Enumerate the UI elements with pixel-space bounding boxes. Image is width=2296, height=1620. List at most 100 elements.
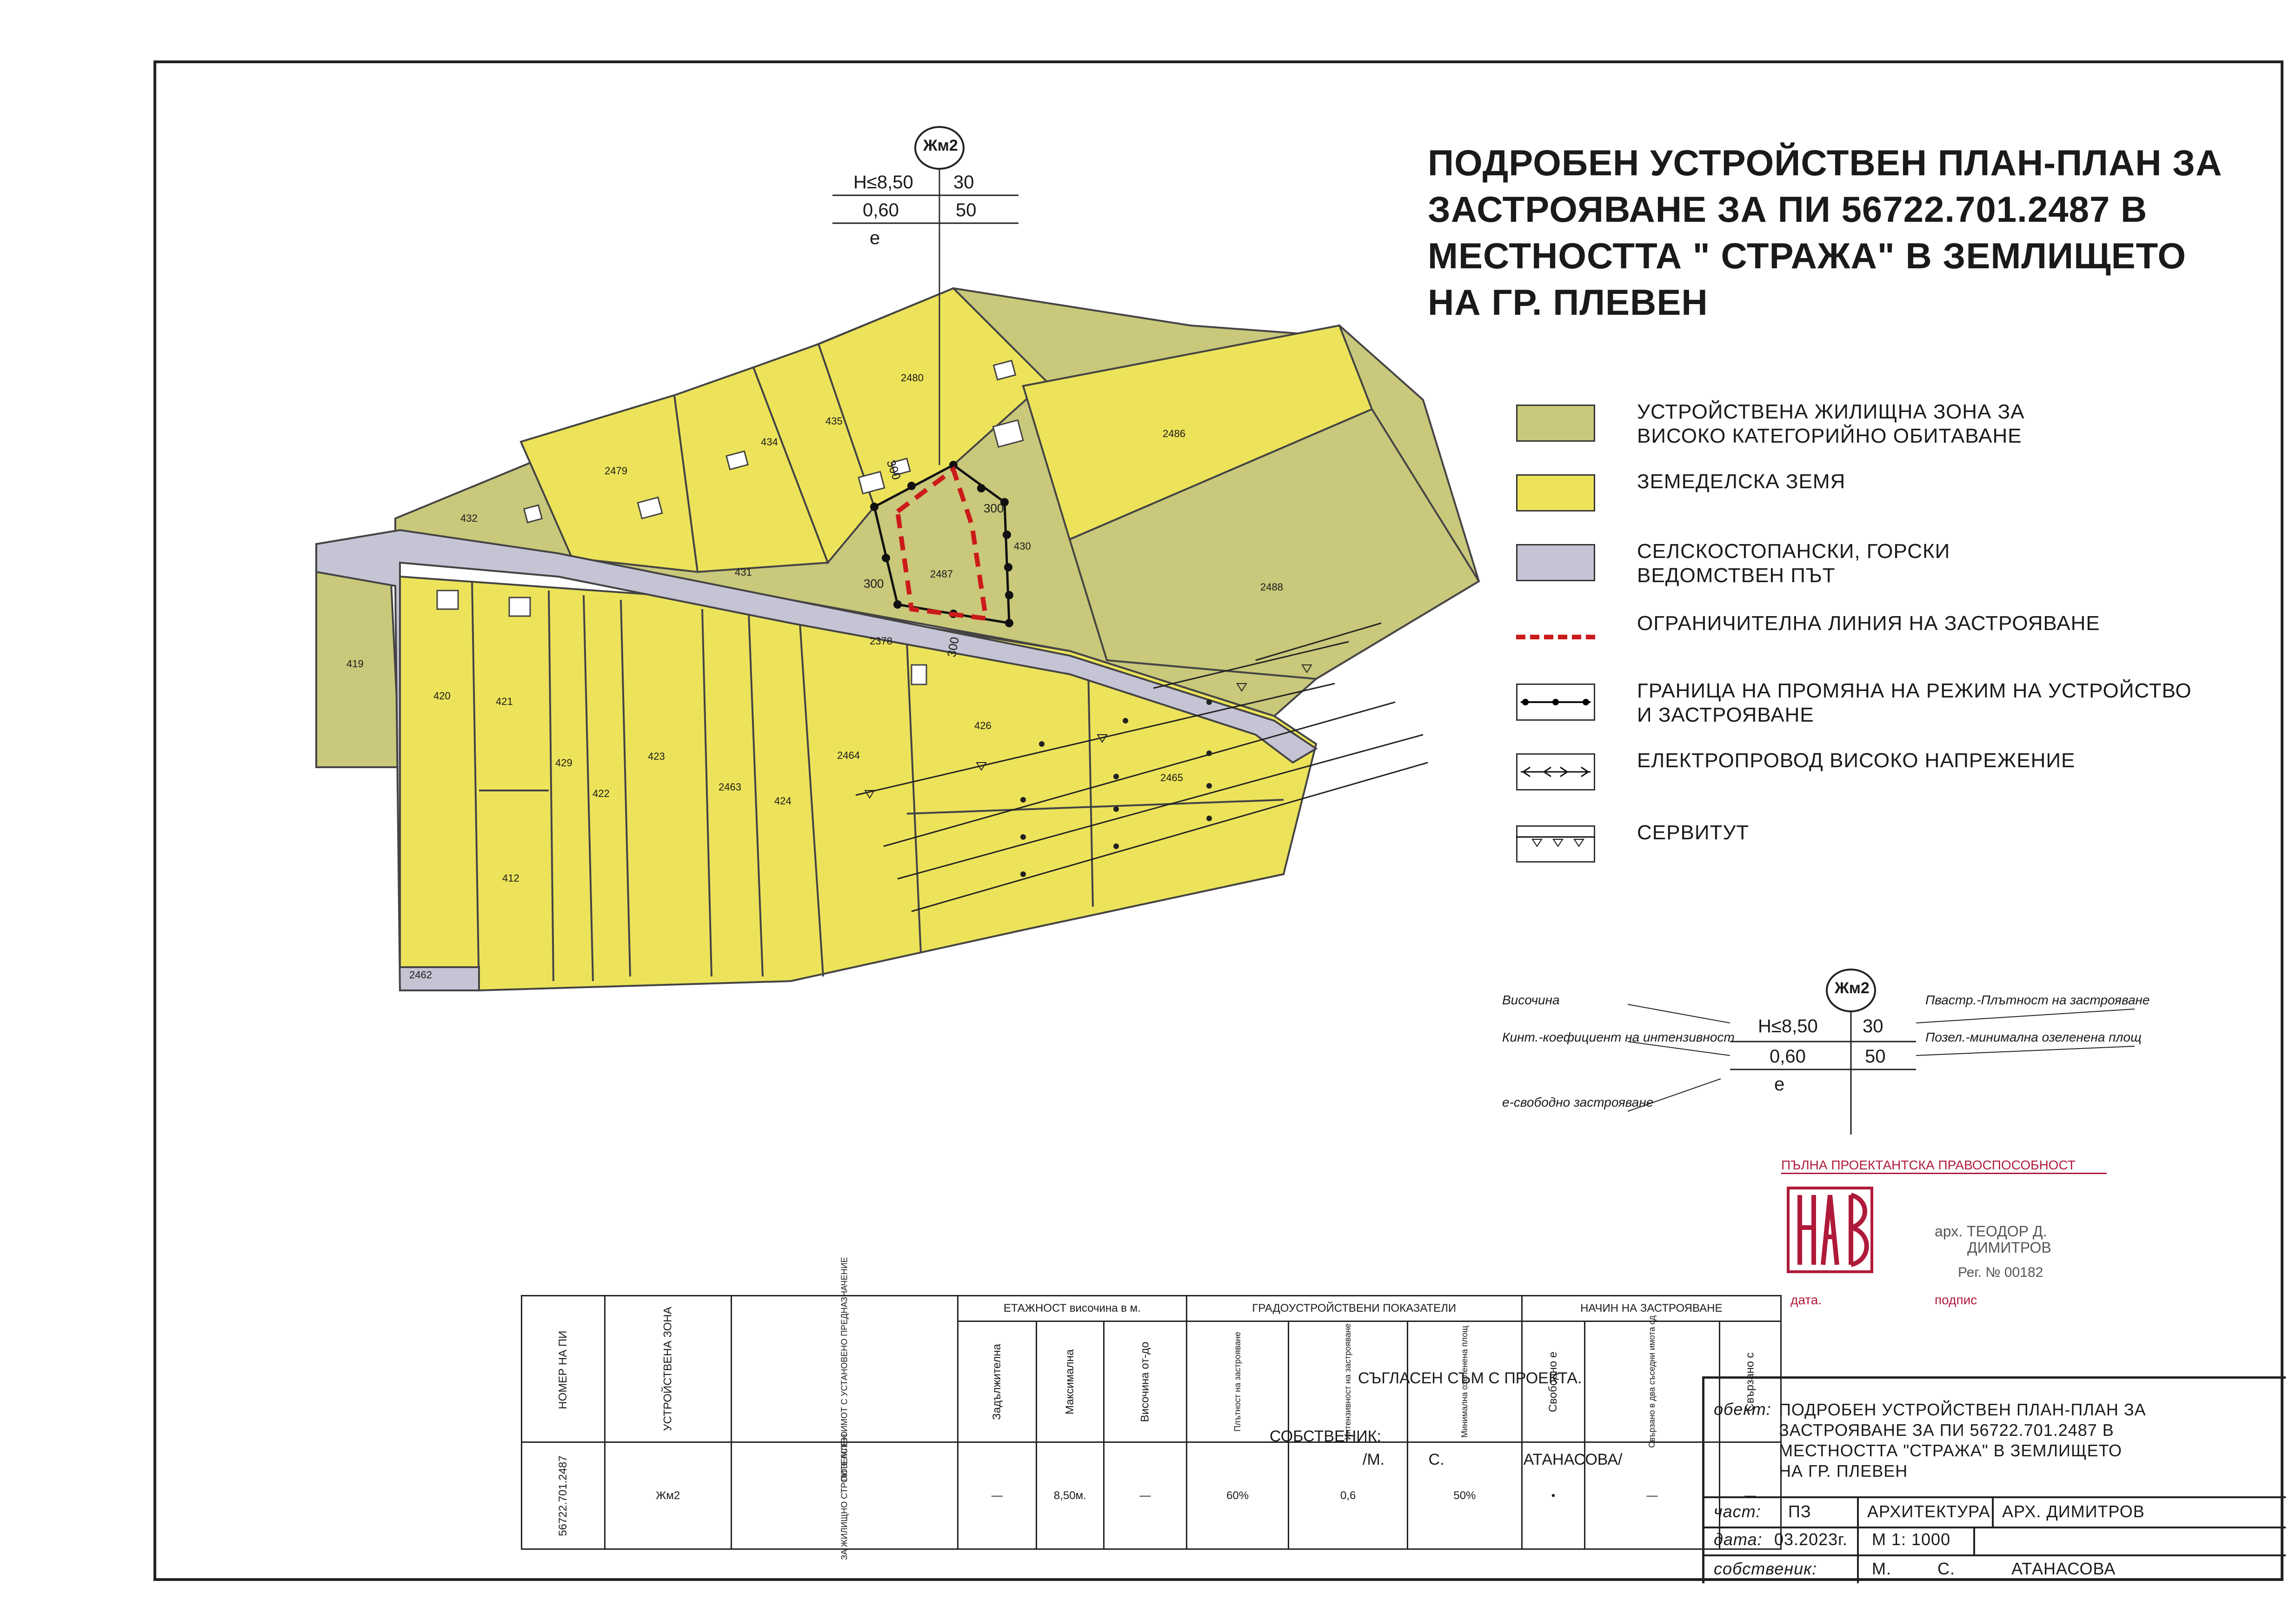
swatch-residential <box>1516 405 1595 442</box>
parcel-2488 <box>1068 408 1480 680</box>
legend-zone-height: H≤8,50 <box>1758 1016 1818 1036</box>
agreement-text: СЪГЛАСЕН СЪМ С ПРОЕКТА. <box>1358 1369 1582 1387</box>
stamp-name2: ДИМИТРОВ <box>1967 1239 2051 1256</box>
parcel-label: 2480 <box>901 372 924 384</box>
ind-header: Височина от-до <box>1138 1341 1151 1422</box>
parcel-label: 2463 <box>719 781 741 793</box>
title-line: НА ГР. ПЛЕВЕН <box>1428 282 1708 323</box>
parcel-label: 2486 <box>1163 428 1185 439</box>
tb-owner-label: собственик: <box>1714 1559 1817 1578</box>
tb-author: АРХ. ДИМИТРОВ <box>2002 1502 2145 1521</box>
legend-label: ЕЛЕКТРОПРОВОД ВИСОКО НАПРЕЖЕНИЕ <box>1637 749 2076 772</box>
drawing-title: ПОДРОБЕН УСТРОЙСТВЕН ПЛАН-ПЛАН ЗА ЗАСТРО… <box>1428 139 2265 325</box>
legend-zone-density: 30 <box>1863 1016 1883 1036</box>
parcel-label: 422 <box>592 788 610 799</box>
ind-group: НАЧИН НА ЗАСТРОЯВАНЕ <box>1521 1295 1782 1322</box>
swatch-road <box>1516 544 1595 581</box>
parcel-label: 432 <box>460 512 478 524</box>
swatch-agricultural <box>1516 474 1595 511</box>
change-regime-boundary <box>873 464 1011 624</box>
parcel-label: 420 <box>433 690 451 702</box>
tb-object-label: обект: <box>1714 1400 1771 1419</box>
tb-owner-value: М. С. АТАНАСОВА <box>1872 1559 2116 1578</box>
ind-cell: 0,6 <box>1288 1441 1408 1550</box>
ind-cell: 8,50м. <box>1035 1441 1105 1550</box>
parcel-label: 2488 <box>1260 581 1283 593</box>
parcel-label: 431 <box>735 566 752 578</box>
ind-cell: Жм2 <box>604 1441 732 1550</box>
parcel-label: 2378 <box>870 635 892 647</box>
ind-cell: — <box>1584 1441 1720 1550</box>
ind-cell: — <box>957 1441 1037 1550</box>
architect-stamp: ПЪЛНА ПРОЕКТАНТСКА ПРАВОСПОСОБНОСТ арх. … <box>1781 1158 2107 1335</box>
swatch-change-boundary <box>1516 684 1595 721</box>
ind-cell: • <box>1521 1441 1586 1550</box>
swatch-servitude <box>1516 825 1595 863</box>
drawing-frame <box>153 60 2283 1581</box>
label-mode: е-свободно застрояване <box>1502 1095 1654 1109</box>
parcel-label: 2464 <box>837 750 860 761</box>
legend-zone-mode: е <box>1774 1074 1785 1095</box>
legend-zone-code: Жм2 <box>1835 979 1870 997</box>
ind-group: ГРАДОУСТРОЙСТВЕНИ ПОКАЗАТЕЛИ <box>1185 1295 1523 1322</box>
tb-part-label: част: <box>1714 1502 1761 1521</box>
parcel-label: 429 <box>555 757 572 769</box>
parcel-label: 2465 <box>1160 772 1183 783</box>
legend-zone-kint: 0,60 <box>1770 1046 1806 1067</box>
owner-name: /М. С. АТАНАСОВА/ <box>1363 1451 1623 1468</box>
power-lines <box>855 622 1428 912</box>
stamp-logo <box>1787 1187 1873 1273</box>
swatch-building-limit <box>1516 635 1595 639</box>
ind-cell: 50% <box>1406 1441 1523 1550</box>
parcel-label: 423 <box>648 750 665 762</box>
tb-object: ПОДРОБЕН УСТРОЙСТВЕН ПЛАН-ПЛАН ЗА ЗАСТРО… <box>1779 1400 2146 1481</box>
parcel-label: 424 <box>774 795 792 807</box>
setback-label: 300 <box>984 501 1004 515</box>
title-line: ПОДРОБЕН УСТРОЙСТВЕН ПЛАН-ПЛАН ЗА <box>1428 142 2223 183</box>
label-green: Позел.-минимална озеленена площ <box>1925 1030 2142 1044</box>
road-2378 <box>315 529 1318 991</box>
swatch-power-line <box>1516 753 1595 790</box>
parcel-label: 421 <box>496 696 513 707</box>
zone-code: Жм2 <box>923 137 958 154</box>
stamp-reg: Рег. № 00182 <box>1958 1265 2043 1280</box>
zone-density: 30 <box>953 172 974 193</box>
label-density: Пвастр.-Плътност на застрояване <box>1925 993 2150 1007</box>
ind-cell: — <box>1718 1441 1782 1550</box>
parcel-label: 2479 <box>605 465 627 477</box>
ind-cell: — <box>1103 1441 1187 1550</box>
ind-header: НОМЕР НА ПИ <box>556 1330 569 1409</box>
legend-label: ГРАНИЦА НА ПРОМЯНА НА РЕЖИМ НА УСТРОЙСТВ… <box>1637 679 2192 726</box>
legend-label: СЕРВИТУТ <box>1637 821 1750 844</box>
ind-cell: 56722.701.2487 <box>556 1455 569 1536</box>
stamp-name1: арх. ТЕОДОР Д. <box>1935 1223 2047 1240</box>
title-line: МЕСТНОСТТА " СТРАЖА" В ЗЕМЛИЩЕТО <box>1428 235 2186 276</box>
ind-header: Задължителна <box>990 1343 1003 1420</box>
parcel-label: 2462 <box>409 969 432 981</box>
parcel-label: 430 <box>1014 540 1031 552</box>
owner-label: СОБСТВЕНИК: <box>1270 1427 1381 1445</box>
building-limit-line <box>895 465 989 621</box>
legend-zone-green: 50 <box>1865 1046 1886 1067</box>
title-block: обект: ПОДРОБЕН УСТРОЙСТВЕН ПЛАН-ПЛАН ЗА… <box>1702 1376 2286 1583</box>
parcel-label: 426 <box>974 720 992 731</box>
tb-date-value: 03.2023г. <box>1774 1530 1848 1549</box>
tb-scale: М 1: 1000 <box>1872 1530 1951 1549</box>
title-line: ЗАСТРОЯВАНЕ ЗА ПИ 56722.701.2487 В <box>1428 189 2148 230</box>
legend-label: ЗЕМЕДЕЛСКА ЗЕМЯ <box>1637 470 1846 493</box>
stamp-date: дата. <box>1790 1293 1822 1307</box>
parcel-label: 412 <box>502 872 519 884</box>
ind-header: УСТРОЙСТВЕНА ЗОНА <box>661 1307 674 1431</box>
zone-mode: е <box>870 228 880 248</box>
ind-cell: ЗА ЖИЛИЩНО СТРОИТЕЛСТВО <box>839 1431 849 1560</box>
stamp-sign: подпис <box>1935 1293 1977 1307</box>
parcel-label: 419 <box>346 658 364 670</box>
zone-green: 50 <box>956 200 977 220</box>
zone-height: H≤8,50 <box>853 172 913 193</box>
tb-date-label: дата: <box>1714 1530 1763 1549</box>
ind-header: Максимална <box>1063 1349 1076 1414</box>
tb-section: АРХИТЕКТУРА <box>1867 1502 1990 1521</box>
